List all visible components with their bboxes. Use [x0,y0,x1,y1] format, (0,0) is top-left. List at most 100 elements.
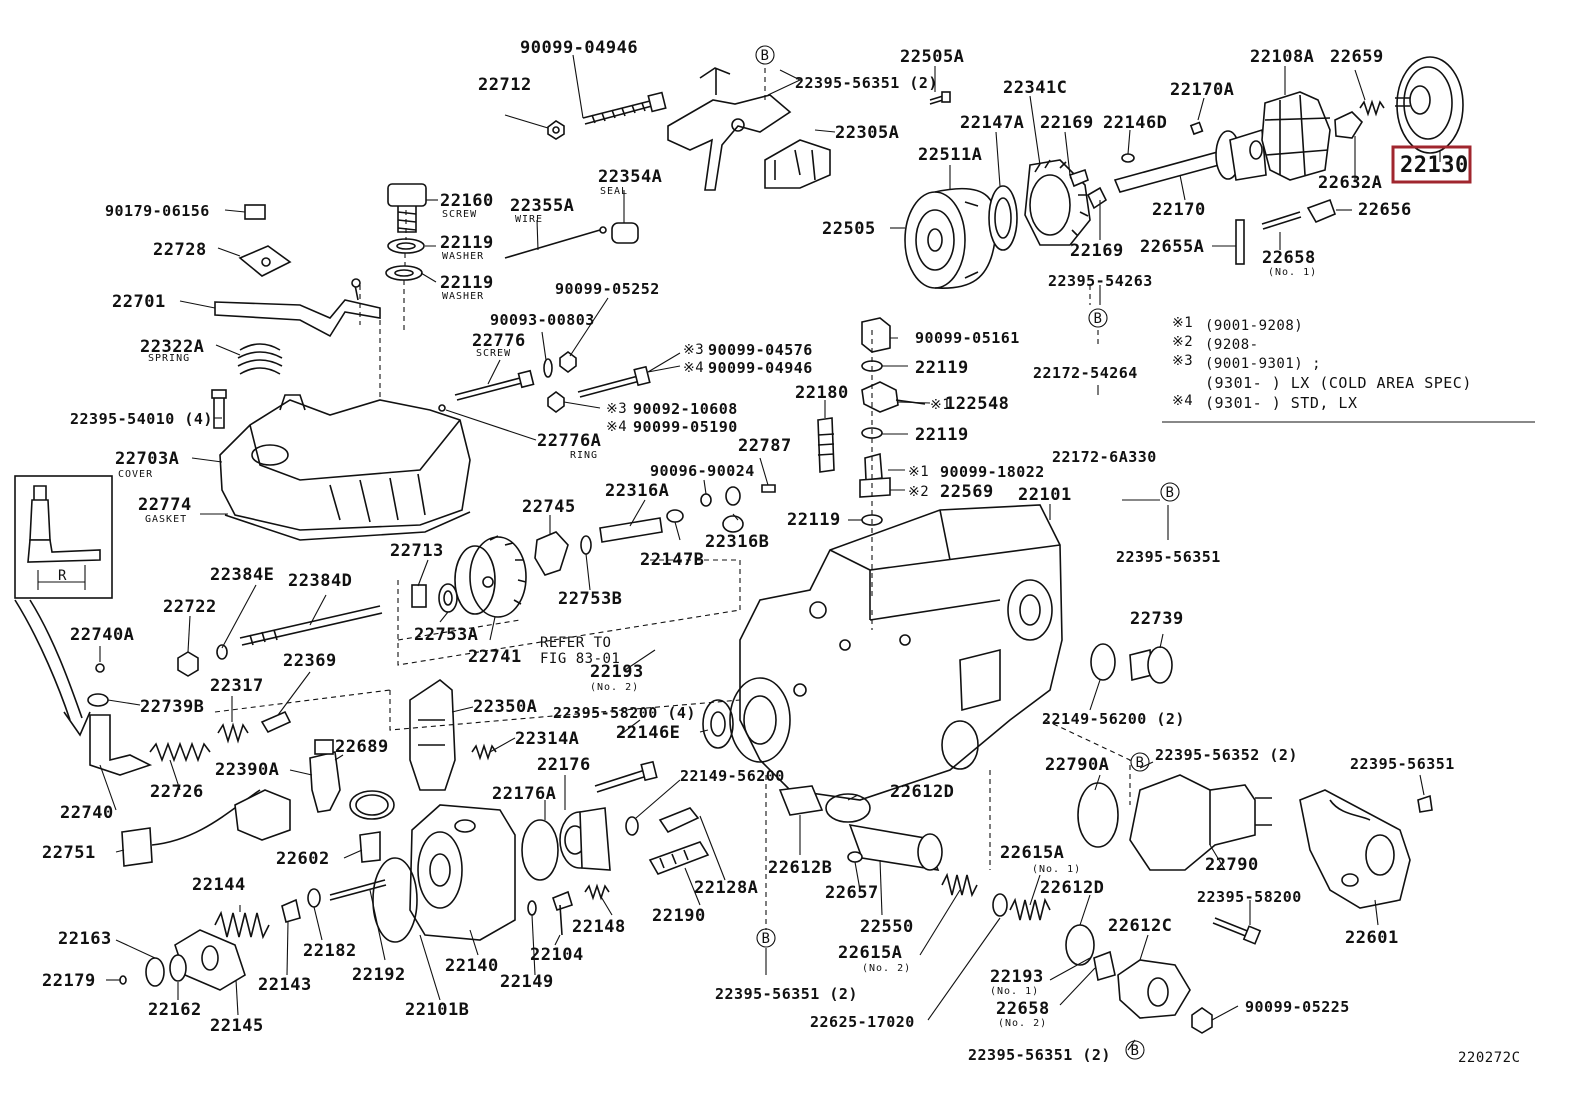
part-label: 22745 [522,497,576,517]
part-label: 22712 [478,75,532,95]
circle-marker-b: B [1160,482,1180,502]
leader-lines [99,54,1441,1051]
asterisk-marks: ※3 ※4 ※3 ※4 ※1 ※1 ※2 [606,342,951,500]
circle-marker-b: B [755,45,775,65]
part-label: 22149-56200 [680,767,785,785]
part-label: 22140 [445,956,499,976]
part-label: 22753A [414,625,478,645]
svg-text:SEAL: SEAL [600,186,628,197]
part-label: 22601 [1345,928,1399,948]
part-label: 22753B [558,589,622,609]
svg-text:WASHER: WASHER [442,291,484,302]
svg-text:B: B [1166,485,1175,501]
part-label: 22108A [1250,47,1314,67]
part-label: 22395-56351 [1350,755,1455,773]
svg-text:※3: ※3 [606,401,627,417]
part-label: 22741 [468,647,522,667]
circle-marker-b: B [756,928,776,948]
part-label: 90099-05161 [915,329,1020,347]
part-label: 90099-05225 [1245,998,1350,1016]
svg-text:※2: ※2 [1172,334,1193,350]
part-label: 22182 [303,941,357,961]
sublabels: SCREW WIRE SEAL WASHER WASHER SPRING SCR… [118,186,1316,1029]
svg-text:FIG 83-01: FIG 83-01 [540,651,620,667]
part-label: 22130 [1400,153,1469,178]
part-label: 22395-54010 (4) [70,410,213,428]
svg-text:※1: ※1 [1172,315,1193,331]
part-label: 22722 [163,597,217,617]
part-label: 22172-54264 [1033,364,1138,382]
part-label: 90179-06156 [105,202,210,220]
part-label: 22193 [990,967,1044,987]
part-label: 22316A [605,481,669,501]
part-label: 22163 [58,929,112,949]
svg-text:(No. 1): (No. 1) [1032,864,1081,875]
part-label: 22505 [822,219,876,239]
part-label: 22148 [572,917,626,937]
part-label: 22369 [283,651,337,671]
part-label: 22170 [1152,200,1206,220]
svg-text:※1: ※1 [930,397,951,413]
diagram-code: 220272C [1458,1050,1521,1066]
svg-text:B: B [761,48,770,64]
part-label: 22101B [405,1000,469,1020]
part-label: 22119 [915,358,969,378]
refer-note: REFER TO FIG 83-01 [540,635,620,667]
part-label: 22790 [1205,855,1259,875]
svg-text:(9301- ) STD, LX: (9301- ) STD, LX [1205,394,1358,412]
part-label: 22395-56351 [1116,548,1221,566]
part-label: 22395-56351 (2) [795,74,938,92]
circle-markers: B B B B B B [755,45,1180,1060]
part-label: 22615A [1000,843,1064,863]
part-label: 90099-04946 [708,359,813,377]
part-label: 22149-56200 (2) [1042,710,1185,728]
part-label: 22146D [1103,113,1167,133]
part-label: 22350A [473,697,537,717]
part-label: 90099-18022 [940,463,1045,481]
svg-text:B: B [762,931,771,947]
svg-text:※2: ※2 [908,484,929,500]
part-label: 22144 [192,875,246,895]
part-label: 22658 [996,999,1050,1019]
part-label: 22176 [537,755,591,775]
part-label: 22602 [276,849,330,869]
part-label: 22176A [492,784,556,804]
svg-text:REFER TO: REFER TO [540,635,611,651]
part-label: 90099-04946 [520,38,638,58]
year-notes: ※1 (9001-9208) ※2 (9208- ※3 (9001-9301) … [1172,315,1471,412]
circle-marker-b: B [1125,1040,1145,1060]
svg-text:B: B [1094,311,1103,327]
part-label: 22172-6A330 [1052,448,1157,466]
svg-text:RING: RING [570,450,598,461]
part-label: 22162 [148,1000,202,1020]
part-label: 22147A [960,113,1024,133]
part-label: 22395-56351 (2) [968,1046,1111,1064]
part-label: 22550 [860,917,914,937]
part-labels: 90099-04946 22712 22395-56351 (2) 22305A… [42,38,1469,1064]
part-label: 22740A [70,625,134,645]
part-label: 22739B [140,697,204,717]
part-drawings [14,56,1464,1034]
part-label: 22726 [150,782,204,802]
part-label: 22658 [1262,248,1316,268]
part-label: 22395-54263 [1048,272,1153,290]
part-label: 22776 [472,331,526,351]
svg-text:SPRING: SPRING [148,353,190,364]
part-label: 22612D [1040,878,1104,898]
svg-text:(No. 2): (No. 2) [590,682,639,693]
part-label: 22689 [335,737,389,757]
part-label: 22128A [694,878,758,898]
part-label: 90092-10608 [633,400,738,418]
part-label: 22190 [652,906,706,926]
part-label: 22119 [787,510,841,530]
part-label: 22145 [210,1016,264,1036]
svg-text:※3: ※3 [1172,353,1193,369]
part-label: 22659 [1330,47,1384,67]
part-label: 22169 [1040,113,1094,133]
svg-text:※4: ※4 [1172,393,1193,409]
part-label: 90099-04576 [708,341,813,359]
part-label: 22193 [590,662,644,682]
part-label: 22384D [288,571,352,591]
part-label: 22119 [440,273,494,293]
svg-text:SCREW: SCREW [476,348,511,359]
